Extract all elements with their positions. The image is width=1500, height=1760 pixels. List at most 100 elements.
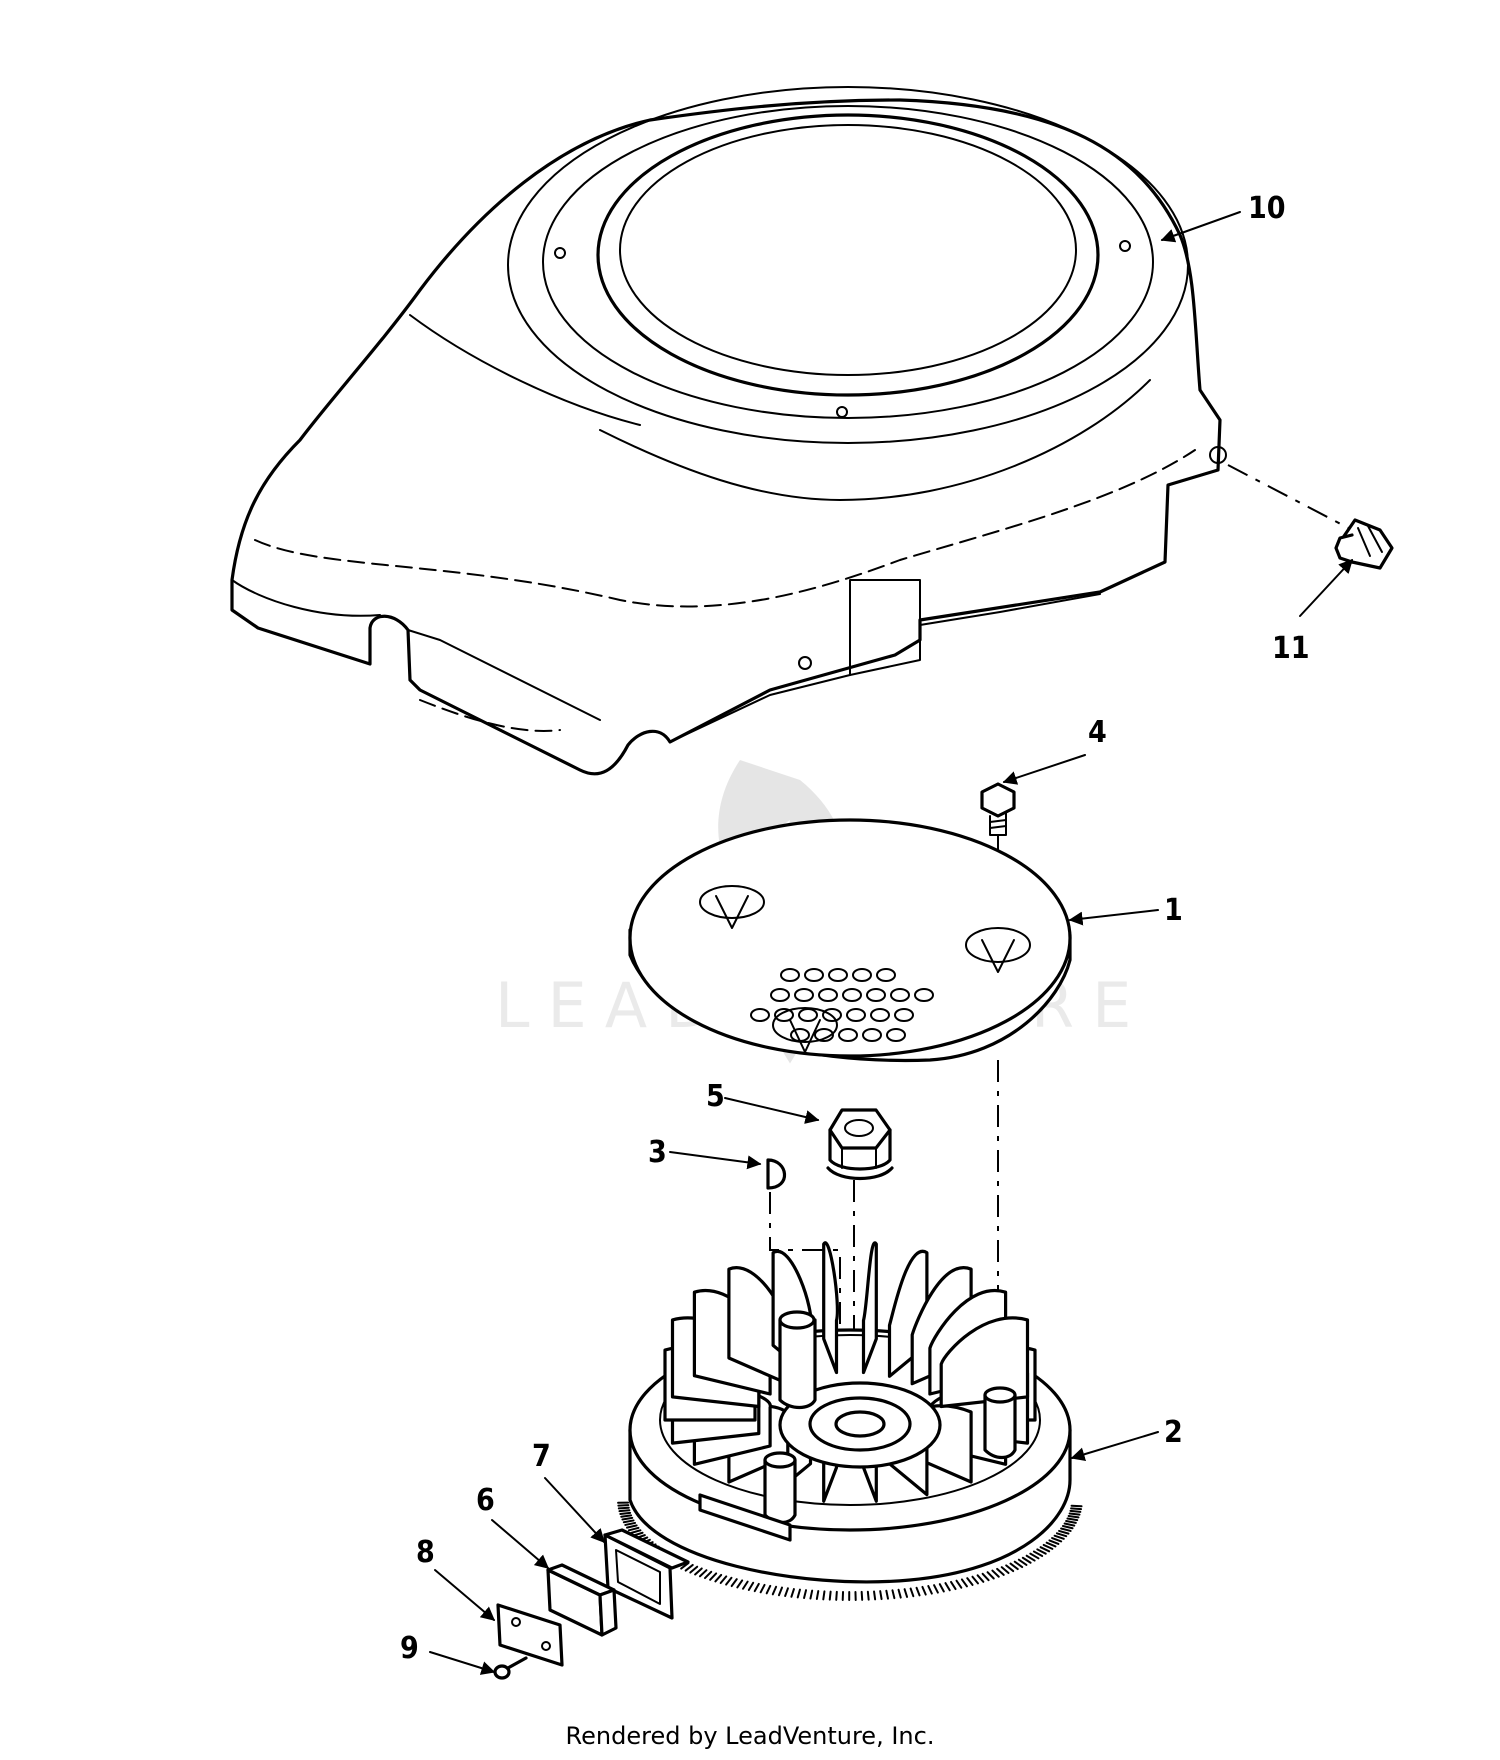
gear-tooth — [736, 1579, 744, 1589]
gear-tooth — [950, 1580, 957, 1591]
gear-tooth — [709, 1572, 718, 1581]
gear-tooth — [955, 1579, 963, 1589]
gear-tooth — [1013, 1560, 1024, 1569]
gear-tooth — [933, 1584, 939, 1594]
flywheel-ring-gear-teeth — [617, 1501, 1083, 1601]
gear-tooth — [1021, 1556, 1032, 1564]
gear-tooth — [753, 1582, 760, 1593]
vent-hole — [828, 968, 848, 982]
flywheel-fin — [822, 1241, 839, 1375]
gear-tooth — [1069, 1509, 1082, 1513]
gear-tooth — [1068, 1512, 1081, 1516]
gear-tooth — [620, 1514, 633, 1518]
callout-2: 2 — [1164, 1415, 1183, 1450]
vent-hole — [822, 1008, 842, 1022]
gear-tooth — [624, 1521, 637, 1526]
vent-hole — [842, 988, 862, 1002]
gear-tooth — [1063, 1522, 1076, 1527]
gear-tooth — [627, 1526, 640, 1532]
callout-3: 3 — [648, 1135, 667, 1170]
vent-hole — [846, 1008, 866, 1022]
part-7-magnet-retainer — [603, 1528, 690, 1620]
gear-tooth — [1036, 1548, 1047, 1555]
gear-tooth — [680, 1562, 690, 1570]
gear-tooth — [617, 1506, 630, 1510]
gear-tooth — [866, 1590, 870, 1601]
gear-tooth — [771, 1585, 778, 1596]
gear-tooth — [1029, 1552, 1040, 1560]
vent-hole — [876, 968, 896, 982]
gear-tooth — [784, 1587, 789, 1598]
vent-hole — [780, 968, 800, 982]
callout-labels: 10 11 4 1 5 3 2 7 6 8 9 — [400, 191, 1310, 1666]
part-2-flywheel — [617, 1241, 1083, 1601]
vent-hole — [818, 988, 838, 1002]
gear-tooth — [971, 1575, 979, 1585]
gear-tooth — [966, 1577, 974, 1586]
gear-tooth — [730, 1578, 738, 1588]
gear-tooth — [621, 1516, 634, 1521]
gear-tooth — [619, 1511, 632, 1515]
screen-vent-holes — [750, 968, 934, 1042]
gear-tooth — [777, 1586, 784, 1597]
gear-tooth — [1045, 1541, 1057, 1548]
gear-tooth — [698, 1569, 708, 1578]
callout-9: 9 — [400, 1631, 419, 1666]
gear-tooth — [622, 1519, 635, 1524]
gear-tooth — [835, 1590, 838, 1601]
gear-tooth — [960, 1578, 968, 1588]
arrow-10 — [1160, 211, 1241, 243]
gear-tooth — [1017, 1558, 1028, 1566]
vent-hole — [866, 988, 886, 1002]
callout-5: 5 — [706, 1079, 725, 1114]
gear-tooth — [986, 1571, 995, 1580]
part-9-screw — [493, 1656, 528, 1680]
vent-hole — [894, 1008, 914, 1022]
vent-hole — [886, 1028, 906, 1042]
gear-tooth — [809, 1589, 814, 1600]
arrow-11 — [1299, 558, 1353, 617]
gear-tooth — [944, 1582, 951, 1592]
gear-tooth — [714, 1573, 723, 1583]
vent-hole — [862, 1028, 882, 1042]
arrow-3 — [669, 1151, 762, 1170]
vent-hole — [890, 988, 910, 1002]
gear-tooth — [828, 1590, 832, 1601]
callout-4: 4 — [1088, 715, 1107, 750]
vent-hole — [914, 988, 934, 1002]
gear-tooth — [1051, 1537, 1063, 1543]
callout-10: 10 — [1248, 191, 1286, 226]
gear-tooth — [1061, 1525, 1074, 1530]
flywheel-fin — [939, 1316, 1030, 1409]
gear-tooth — [725, 1576, 733, 1586]
gear-tooth — [879, 1590, 883, 1601]
gear-tooth — [1065, 1520, 1077, 1524]
arrow-5 — [724, 1097, 820, 1124]
part-1-rotating-screen — [628, 818, 1072, 1063]
callout-arrows — [429, 211, 1353, 1675]
gear-tooth — [885, 1589, 889, 1600]
gear-tooth — [796, 1588, 801, 1599]
gear-tooth — [938, 1583, 945, 1593]
part-11-bolt — [1227, 464, 1394, 570]
gear-tooth — [1048, 1539, 1060, 1545]
gear-tooth — [822, 1590, 826, 1601]
gear-tooth — [759, 1583, 766, 1594]
gear-tooth — [703, 1570, 713, 1580]
arrow-2 — [1070, 1431, 1159, 1462]
gear-tooth — [976, 1574, 985, 1583]
gear-tooth — [1066, 1517, 1079, 1522]
gear-tooth — [742, 1580, 749, 1590]
gear-tooth — [689, 1565, 699, 1574]
arrow-4 — [1002, 754, 1086, 785]
gear-tooth — [1009, 1562, 1019, 1571]
gear-tooth — [1039, 1546, 1051, 1553]
gear-tooth — [790, 1588, 795, 1598]
gear-tooth — [927, 1585, 933, 1595]
callout-11: 11 — [1272, 631, 1310, 666]
gear-tooth — [1070, 1507, 1083, 1511]
gear-tooth — [1000, 1566, 1010, 1575]
vent-hole — [804, 968, 824, 982]
